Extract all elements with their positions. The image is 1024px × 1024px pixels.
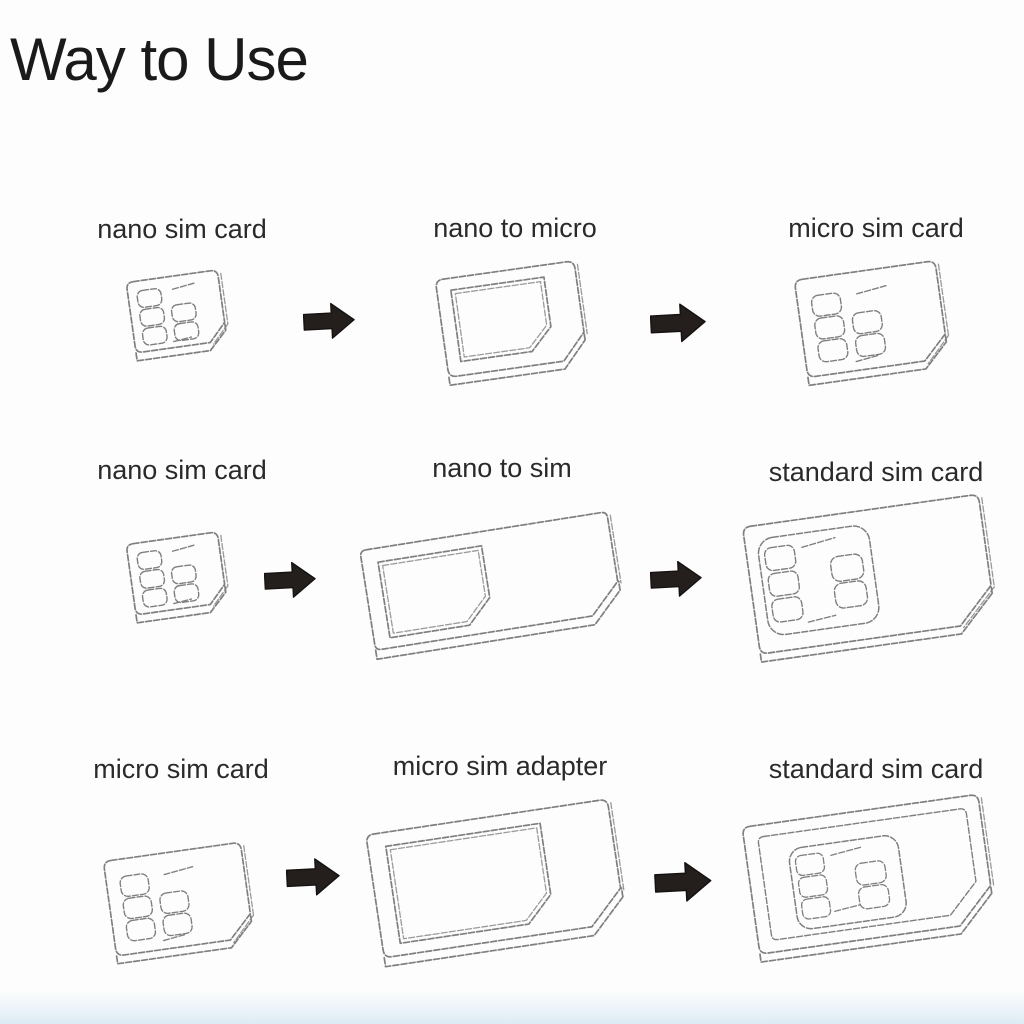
nano-sim-card-illustration [114, 252, 238, 376]
label-micro-sim-card-row3: micro sim card [93, 754, 269, 784]
label-micro-sim-card-row1: micro sim card [788, 213, 964, 243]
label-micro-sim-adapter: micro sim adapter [392, 751, 608, 781]
nano-sim-card-illustration [114, 514, 238, 638]
page-title: Way to Use [10, 26, 309, 93]
micro-sim-card-illustration [781, 246, 963, 400]
nano-to-sim-adapter-illustration [354, 480, 628, 680]
right-arrow-icon [264, 558, 316, 602]
right-arrow-icon [286, 854, 340, 900]
micro-sim-adapter-illustration [356, 780, 642, 980]
bottom-gradient-band [0, 990, 1024, 1024]
nano-to-micro-adapter-illustration [422, 244, 602, 402]
standard-sim-card-with-punchout-illustration [729, 784, 1013, 980]
right-arrow-icon [650, 301, 706, 345]
standard-sim-card-illustration [729, 482, 1013, 676]
label-nano-sim-card-row2: nano sim card [97, 455, 267, 485]
label-nano-to-sim: nano to sim [432, 453, 572, 483]
right-arrow-icon [650, 558, 702, 600]
micro-sim-card-illustration [90, 828, 268, 978]
label-nano-to-micro: nano to micro [433, 213, 597, 243]
label-nano-sim-card-row1: nano sim card [97, 214, 267, 244]
right-arrow-icon [303, 299, 355, 343]
right-arrow-icon [654, 860, 712, 904]
label-standard-sim-card-row2: standard sim card [768, 457, 984, 487]
label-standard-sim-card-row3: standard sim card [768, 754, 984, 784]
